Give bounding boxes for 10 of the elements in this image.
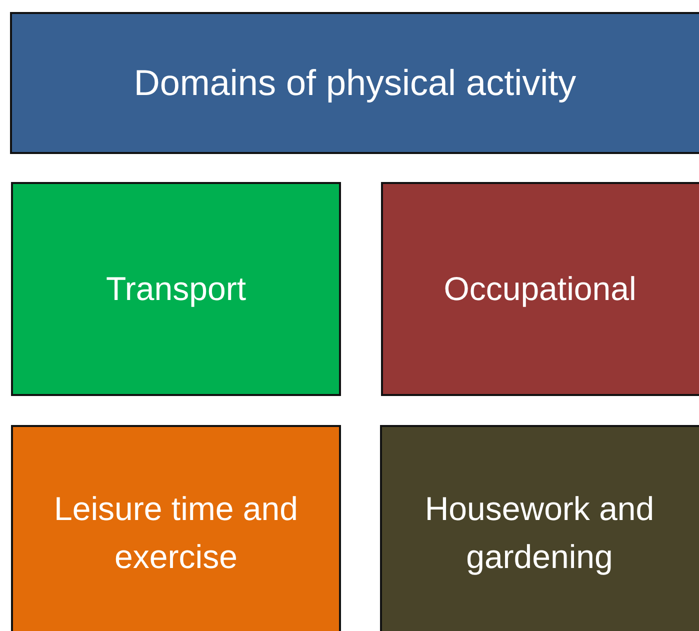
category-box bbox=[380, 425, 699, 631]
category-label: Leisure time and exercise bbox=[53, 488, 299, 576]
title-banner bbox=[10, 12, 699, 154]
category-label: Transport bbox=[106, 269, 246, 310]
category-box bbox=[11, 425, 341, 631]
title-text: Domains of physical activity bbox=[134, 60, 576, 105]
category-label: Housework and gardening bbox=[424, 488, 656, 577]
category-box bbox=[381, 182, 699, 396]
category-box bbox=[11, 182, 341, 396]
category-label: Occupational bbox=[444, 269, 636, 310]
